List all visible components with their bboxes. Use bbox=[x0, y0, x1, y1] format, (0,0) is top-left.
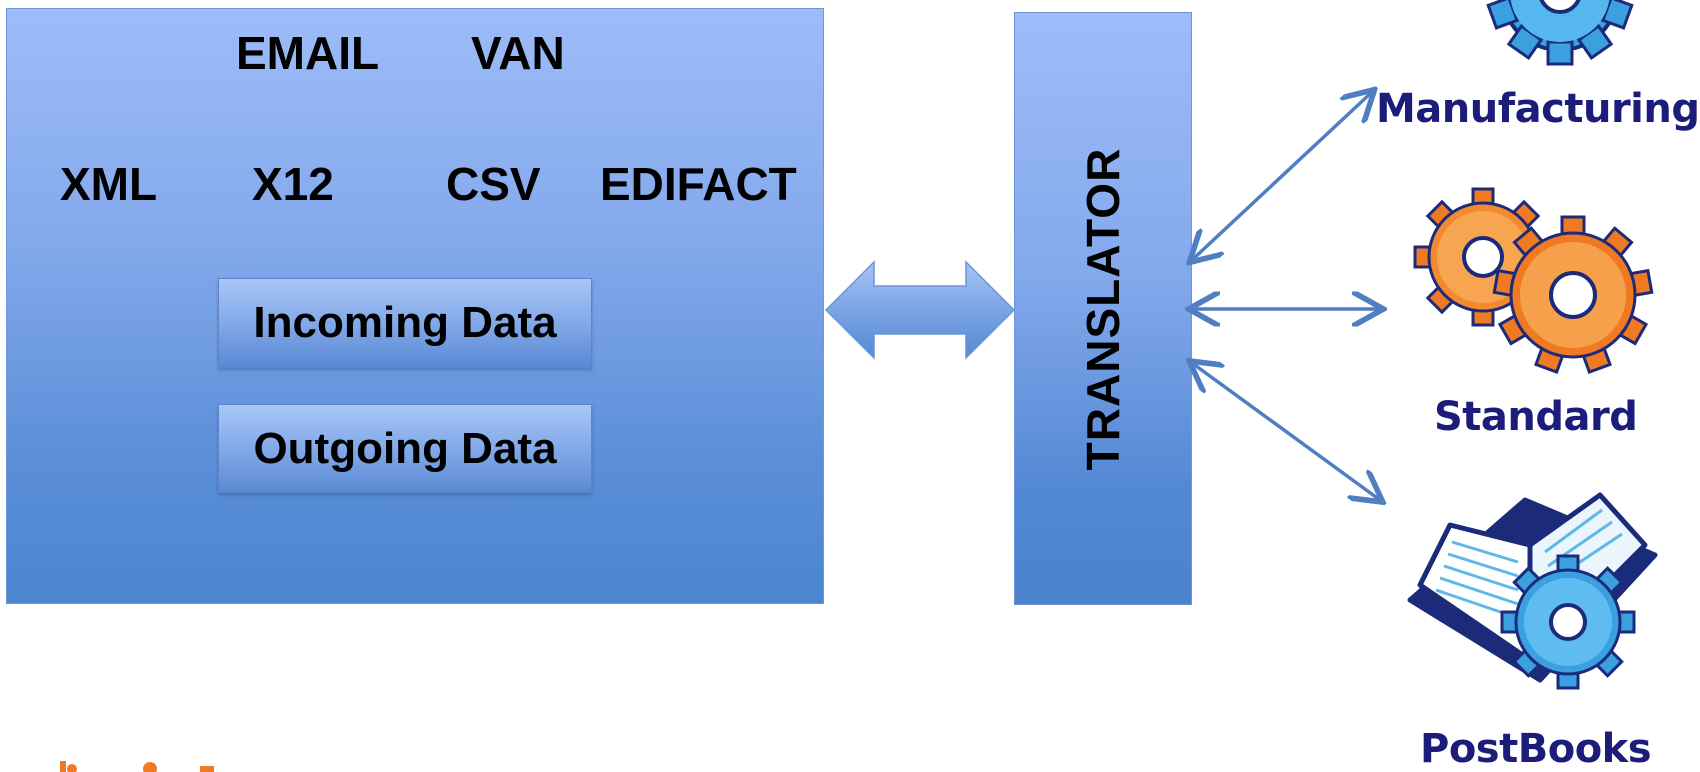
translator-box: TRANSLATOR bbox=[1014, 12, 1192, 605]
format-xml-label: XML bbox=[60, 158, 158, 210]
app-connectors bbox=[1180, 70, 1400, 510]
incoming-data-button[interactable]: Incoming Data bbox=[218, 278, 592, 368]
format-edifact-label: EDIFACT bbox=[600, 158, 797, 210]
format-csv-label: CSV bbox=[446, 158, 541, 210]
app-standard-label: Standard bbox=[1434, 394, 1638, 440]
outgoing-data-button[interactable]: Outgoing Data bbox=[218, 404, 592, 493]
orange-logo-fragment bbox=[60, 761, 214, 772]
book-gear-icon bbox=[1407, 492, 1658, 690]
format-van-label: VAN bbox=[471, 27, 565, 79]
format-x12-label: X12 bbox=[252, 158, 334, 210]
bidirectional-block-arrow bbox=[824, 260, 1016, 360]
orange-gears-icon bbox=[1413, 187, 1654, 374]
format-email-label: EMAIL bbox=[236, 27, 380, 79]
connector-manufacturing-arrow bbox=[1192, 92, 1372, 260]
app-postbooks-label: PostBooks bbox=[1420, 726, 1652, 772]
connector-postbooks-arrow bbox=[1192, 363, 1380, 500]
app-manufacturing-label: Manufacturing bbox=[1376, 86, 1700, 132]
translator-label: TRANSLATOR bbox=[1077, 147, 1129, 470]
formats-panel: EMAIL VAN XML X12 CSV EDIFACT Incoming D… bbox=[6, 8, 824, 604]
blue-gear-icon bbox=[1486, 0, 1634, 66]
